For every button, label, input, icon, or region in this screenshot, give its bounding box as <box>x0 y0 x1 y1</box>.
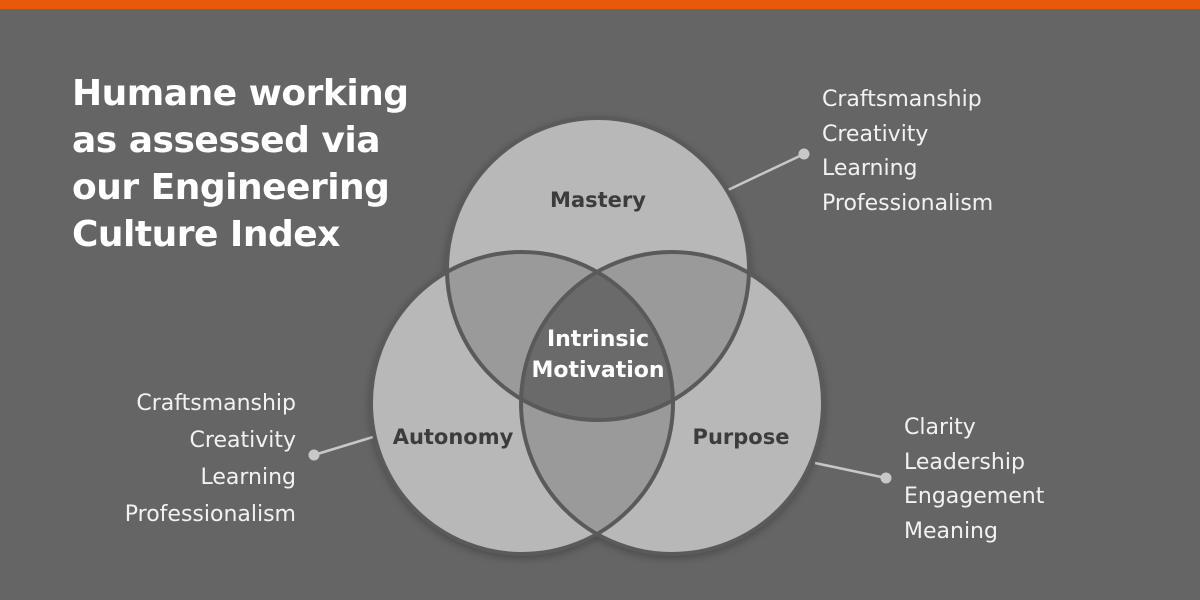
purpose-connector-dot <box>880 472 892 484</box>
purpose-label: Purpose <box>693 425 790 449</box>
title-line: Humane working <box>72 73 409 114</box>
autonomy-connector-dot <box>308 449 320 461</box>
purpose-outline <box>519 250 825 556</box>
autonomy-connector-line <box>313 435 374 457</box>
top-accent-bar <box>0 0 1200 9</box>
autonomy-item-list: Craftsmanship Creativity Learning Profes… <box>125 385 296 533</box>
autonomy-outline <box>369 250 675 556</box>
list-item: Creativity <box>189 428 296 453</box>
mastery-connector-line <box>727 152 805 192</box>
mastery-label: Mastery <box>550 188 646 212</box>
autonomy-label: Autonomy <box>393 425 514 449</box>
list-item: Creativity <box>822 121 929 147</box>
list-item: Craftsmanship <box>822 87 982 112</box>
center-label-line: Intrinsic <box>547 327 649 352</box>
list-item: Craftsmanship <box>136 391 296 416</box>
list-item: Learning <box>200 465 296 490</box>
list-item: Professionalism <box>124 502 296 527</box>
title-line: as assessed via <box>72 120 381 161</box>
title-line: our Engineering <box>72 167 390 208</box>
purpose-connector-line <box>814 461 887 480</box>
purpose-item-list: Clarity Leadership Engagement Meaning <box>904 411 1044 549</box>
mastery-item-list: Craftsmanship Creativity Learning Profes… <box>822 83 993 221</box>
page-title: Humane working as assessed via our Engin… <box>72 70 432 258</box>
title-line: Culture Index <box>72 214 340 255</box>
mastery-outline <box>445 116 751 422</box>
list-item: Professionalism <box>822 190 994 216</box>
list-item: Clarity <box>904 415 976 440</box>
center-label-line: Motivation <box>531 358 664 383</box>
list-item: Meaning <box>904 518 998 544</box>
list-item: Engagement <box>904 484 1045 509</box>
list-item: Learning <box>822 156 918 181</box>
list-item: Leadership <box>904 449 1025 475</box>
mastery-connector-dot <box>798 148 810 160</box>
